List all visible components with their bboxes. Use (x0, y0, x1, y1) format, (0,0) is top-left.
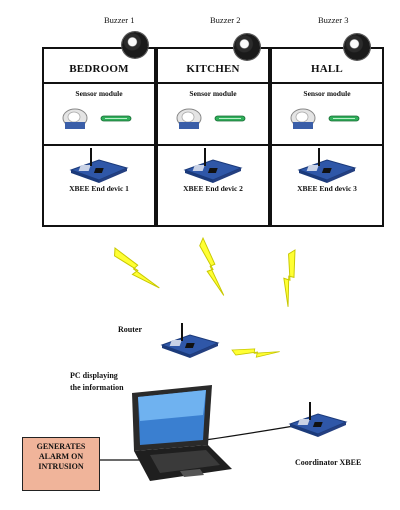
alarm-line1: GENERATES (36, 442, 86, 451)
buzzer-icon-3 (344, 34, 370, 60)
alarm-box: GENERATES ALARM ON INTRUSION (22, 437, 100, 491)
wireless-link-icon (261, 247, 320, 308)
pc-label: PC displaying the information (70, 370, 124, 394)
room-title: KITCHEN (186, 63, 240, 75)
room-divider (158, 144, 268, 146)
buzzer-icon-1 (122, 32, 148, 58)
wireless-link-icon (230, 328, 281, 376)
room-divider (272, 144, 382, 146)
router-xbee-icon (161, 322, 219, 359)
buzzer-icon-2 (234, 34, 260, 60)
room-divider (44, 82, 154, 84)
wireless-link-icon (192, 237, 232, 297)
room-title: BEDROOM (69, 63, 129, 75)
sensor-module-label: Sensor module (303, 89, 351, 98)
buzzer-label-1: Buzzer 1 (104, 15, 135, 25)
end-device-label: XBEE End devic 3 (297, 184, 357, 193)
alarm-line3: INTRUSION (38, 462, 84, 471)
coordinator-label: Coordinator XBEE (295, 458, 362, 467)
room-box-bedroom: BEDROOM Sensor module XBEE End devic 1 (42, 47, 156, 227)
room-divider (44, 144, 154, 146)
room-divider (158, 82, 268, 84)
room-box-kitchen: KITCHEN Sensor module XBEE End devic 2 (156, 47, 270, 227)
sensor-module-label: Sensor module (75, 89, 123, 98)
laptop-icon (132, 385, 232, 481)
alarm-line2: ALARM ON (38, 452, 84, 461)
end-device-label: XBEE End devic 2 (183, 184, 243, 193)
coordinator-xbee-icon (289, 401, 347, 438)
pc-label-line1: PC displaying (70, 371, 118, 380)
sensor-module-label: Sensor module (189, 89, 237, 98)
wireless-link-icon (111, 238, 160, 298)
room-divider (272, 82, 382, 84)
buzzer-label-2: Buzzer 2 (210, 15, 241, 25)
router-label: Router (118, 325, 142, 334)
room-box-hall: HALL Sensor module XBEE End devic 3 (270, 47, 384, 227)
end-device-label: XBEE End devic 1 (69, 184, 129, 193)
buzzer-label-3: Buzzer 3 (318, 15, 349, 25)
pc-label-line2: the information (70, 383, 124, 392)
room-title: HALL (311, 63, 343, 75)
